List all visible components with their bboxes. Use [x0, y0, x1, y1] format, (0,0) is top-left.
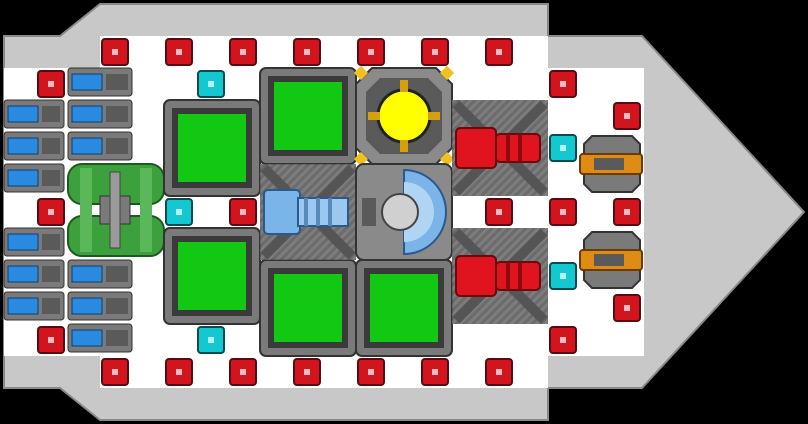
red-power-node-icon: [101, 358, 129, 386]
cyan-power-node-icon: [549, 134, 577, 162]
red-power-node-icon: [357, 38, 385, 66]
orange-gun-turret-icon: [579, 135, 643, 193]
red-power-node-icon: [549, 70, 577, 98]
red-power-node-icon: [229, 38, 257, 66]
red-power-node-icon: [229, 198, 257, 226]
cyan-power-node-icon: [197, 326, 225, 354]
red-power-node-icon: [37, 38, 641, 386]
shield-dome-icon: [355, 163, 453, 261]
fuel-tank-icon: [67, 163, 165, 257]
cyan-power-node-icon: [549, 262, 577, 290]
screen-modules: [163, 67, 453, 357]
red-power-node-icon: [293, 358, 321, 386]
red-power-node-icon: [37, 70, 65, 98]
red-power-node-icon: [37, 198, 65, 226]
reactor-core-icon: [353, 65, 455, 167]
red-power-node-icon: [549, 198, 577, 226]
cyan-power-node-icon: [165, 198, 193, 226]
red-cannon-turret-icon: [452, 100, 548, 196]
cyan-power-node-icon: [197, 70, 225, 98]
orange-gun-turret-icon: [579, 231, 643, 289]
battery-bank: [3, 67, 133, 353]
red-power-node-icon: [549, 326, 577, 354]
red-power-node-icon: [421, 358, 449, 386]
red-cannon-turret-icon: [452, 228, 548, 324]
red-power-node-icon: [101, 38, 129, 66]
red-power-node-icon: [485, 198, 513, 226]
red-power-node-icon: [613, 198, 641, 226]
red-power-node-icon: [37, 326, 65, 354]
red-power-node-icon: [165, 38, 193, 66]
red-power-node-icon: [613, 102, 641, 130]
red-power-node-icon: [485, 358, 513, 386]
red-power-node-icon: [485, 38, 513, 66]
red-power-node-icon: [613, 294, 641, 322]
blue-cannon-turret-icon: [260, 164, 356, 260]
red-power-node-icon: [293, 38, 321, 66]
red-power-node-icon: [229, 358, 257, 386]
red-power-node-icon: [421, 38, 449, 66]
cyan-power-node-icon: [165, 70, 577, 354]
red-power-node-icon: [357, 358, 385, 386]
red-power-node-icon: [165, 358, 193, 386]
